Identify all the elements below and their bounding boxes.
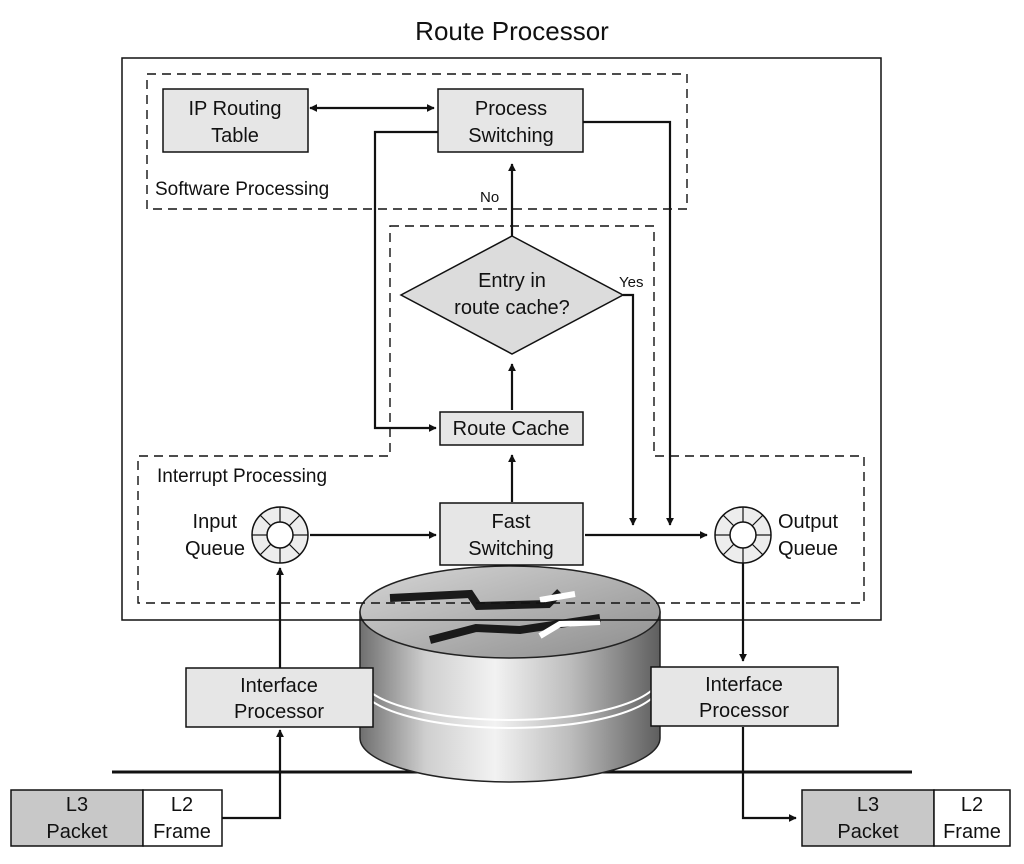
- node-label-line: Entry in: [478, 270, 546, 292]
- output-queue-label: Output: [778, 511, 838, 533]
- queue-ring-icon: [714, 506, 772, 564]
- interface-processor-left: Interface Processor: [185, 667, 374, 728]
- interrupt-processing-region: [137, 225, 865, 604]
- edge-process-to-output: [582, 120, 674, 526]
- router-icon: [359, 565, 661, 783]
- node-label-line: Processor: [699, 700, 789, 722]
- process-switching-box: Process Switching: [437, 88, 584, 153]
- software-processing-region: [146, 73, 688, 210]
- packet-l2-label: Frame: [153, 821, 211, 843]
- node-label-line: IP Routing: [188, 98, 281, 120]
- edge-iface-to-packet: [741, 727, 797, 822]
- fast-switching-box: Fast Switching: [439, 502, 584, 566]
- edge-decision-yes: [623, 293, 637, 526]
- output-queue-label: Queue: [778, 538, 838, 560]
- interrupt-processing-label: Interrupt Processing: [157, 466, 327, 487]
- packet-l3-label: L3: [857, 794, 879, 816]
- output-queue: Output Queue: [714, 506, 838, 564]
- node-label-line: Switching: [468, 538, 554, 560]
- node-label-line: Route Cache: [453, 418, 570, 440]
- packet-l3-label: L3: [66, 794, 88, 816]
- edge-label-yes: Yes: [619, 274, 643, 291]
- packet-l2-label: Frame: [943, 821, 1001, 843]
- input-queue-label: Input: [193, 511, 238, 533]
- node-label-line: Fast: [492, 511, 531, 533]
- node-label-line: Interface: [705, 674, 783, 696]
- ip-routing-table-box: IP Routing Table: [162, 88, 309, 153]
- route-cache-box: Route Cache: [439, 411, 584, 446]
- packet-l2-label: L2: [171, 794, 193, 816]
- node-label-line: route cache?: [454, 297, 570, 319]
- queue-ring-icon: [251, 506, 309, 564]
- edge-packet-to-iface: [222, 729, 284, 820]
- route-cache-decision: Entry in route cache?: [399, 235, 625, 355]
- node-label-line: Switching: [468, 125, 554, 147]
- node-label-line: Processor: [234, 701, 324, 723]
- software-processing-label: Software Processing: [155, 179, 329, 200]
- node-label-line: Interface: [240, 675, 318, 697]
- node-label-line: Process: [475, 98, 547, 120]
- packet-l3-label: Packet: [46, 821, 108, 843]
- packet-l2-label: L2: [961, 794, 983, 816]
- input-queue-label: Queue: [185, 538, 245, 560]
- node-label-line: Table: [211, 125, 259, 147]
- input-queue: Input Queue: [185, 506, 309, 564]
- edge-label-no: No: [480, 189, 499, 206]
- packet-l3-label: Packet: [837, 821, 899, 843]
- diagram-title: Route Processor: [415, 16, 609, 46]
- interface-processor-right: Interface Processor: [650, 666, 839, 727]
- packet-right: L3 Packet L2 Frame: [801, 789, 1011, 847]
- packet-left: L3 Packet L2 Frame: [10, 789, 223, 847]
- route-processor-frame: [121, 57, 882, 621]
- edge-process-to-route-cache: [373, 130, 440, 432]
